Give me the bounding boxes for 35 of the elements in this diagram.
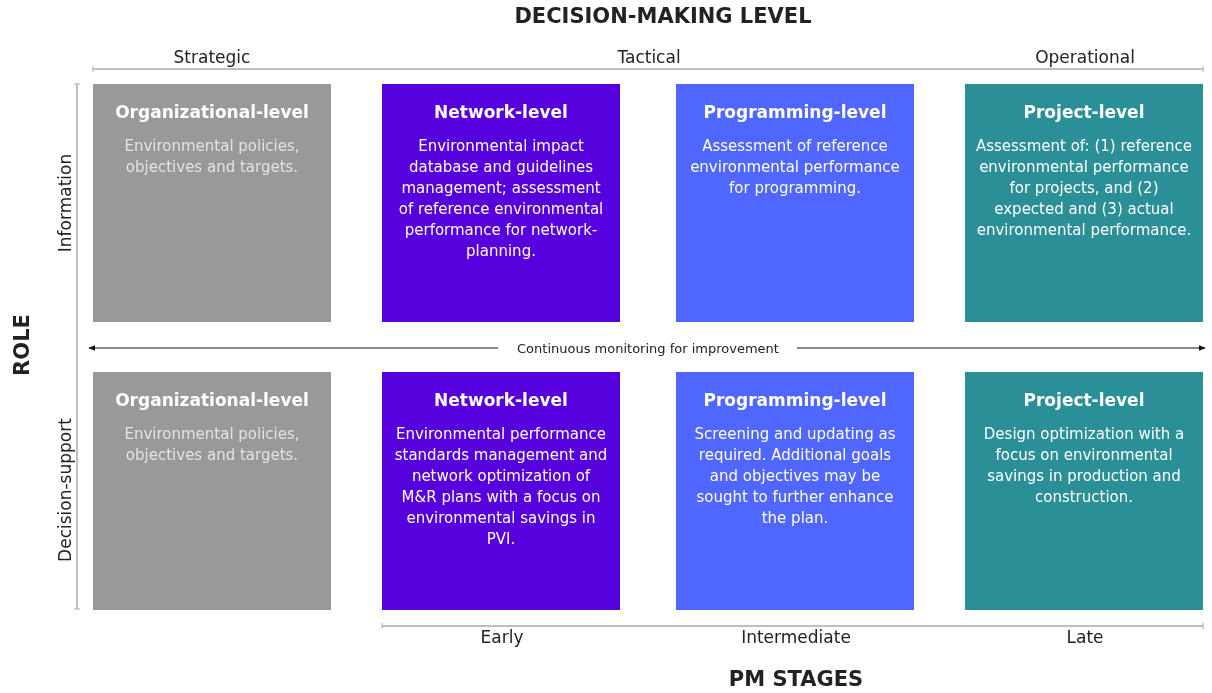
box-description: Design optimization with a focus on environmental savings in production and construction. [982,424,1186,508]
level-box [382,372,620,610]
axis-title: ROLE [10,314,34,376]
box-description: Environmental impact database and guidelines management; assessment of reference environmental performance for network-planning. [397,136,605,262]
box-description: Environmental policies, objectives and targets. [123,136,301,178]
level-box [965,84,1203,322]
axis-tick-label: Operational [1035,47,1135,67]
level-box [676,84,914,322]
level-box [676,372,914,610]
axis-title: PM STAGES [728,667,864,691]
box-heading: Programming-level [702,102,888,122]
axis-tick-label: Decision-support [55,418,75,562]
level-box [93,84,331,322]
box-description: Environmental policies, objectives and targets. [123,424,301,466]
level-box [382,84,620,322]
box-heading: Organizational-level [114,102,310,122]
box-description: Environmental performance standards management and network optimization of M&R plans with a focus on environmental savings in PVI. [393,424,609,550]
box-description: Assessment of: (1) reference environmental performance for projects, and (2) expected and (3) actual environmental performance. [975,136,1193,241]
box-heading: Project-level [1022,390,1146,410]
box-heading: Network-level [433,102,569,122]
level-box [965,372,1203,610]
axis-tick-label: Strategic [173,47,251,67]
box-heading: Organizational-level [114,390,310,410]
box-heading: Programming-level [702,390,888,410]
axis-tick-label: Late [1066,627,1104,647]
axis-title: DECISION-MAKING LEVEL [514,4,812,28]
axis-tick-label: Tactical [617,47,681,67]
box-description: Screening and updating as required. Additional goals and objectives may be sought to further enhance the plan. [693,424,897,529]
axis-tick-label: Early [480,627,524,647]
axis-tick-label: Intermediate [741,627,851,647]
box-description: Assessment of reference environmental performance for programming. [689,136,901,199]
box-heading: Project-level [1022,102,1146,122]
level-box [93,372,331,610]
box-heading: Network-level [433,390,569,410]
axis-tick-label: Information [55,153,75,253]
